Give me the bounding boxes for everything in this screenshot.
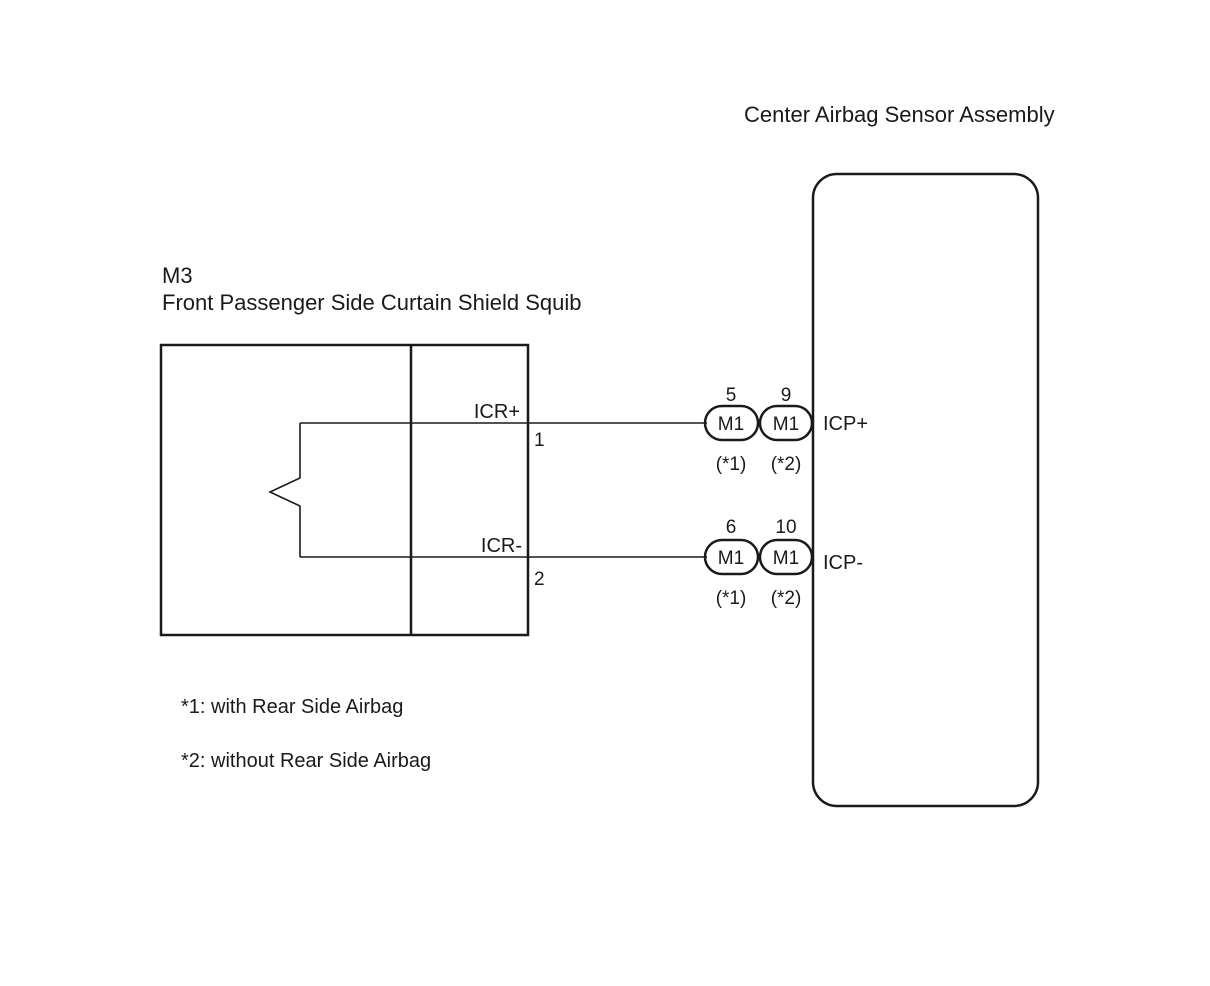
variant-note-pin9: (*2) [771,454,802,475]
connector-pill-m1-pin6 [703,538,760,576]
ecu-signal-icp-minus: ICP- [823,552,863,574]
squib-pin-2: 2 [534,569,545,590]
connector-pill-m1-pin10 [758,538,814,576]
ecu-signal-icp-plus: ICP+ [823,413,868,435]
connector-code-pin9: M1 [773,414,799,435]
ecu-pin-9: 9 [781,385,792,406]
variant-note-pin5: (*1) [716,454,747,475]
connector-code-pin5: M1 [718,414,744,435]
footnote-1: *1: with Rear Side Airbag [181,696,403,718]
connector-code-pin10: M1 [773,548,799,569]
squib-signal-icr-minus: ICR- [481,535,522,557]
ecu-pin-6: 6 [726,517,737,538]
squib-title: Front Passenger Side Curtain Shield Squi… [162,290,581,315]
ecu-pin-5: 5 [726,385,737,406]
footnote-2: *2: without Rear Side Airbag [181,750,431,772]
connector-code-pin6: M1 [718,548,744,569]
variant-note-pin10: (*2) [771,588,802,609]
squib-signal-icr-plus: ICR+ [474,401,520,423]
squib-pin-1: 1 [534,430,545,451]
squib-connector-code: M3 [162,263,193,288]
squib-box [159,343,530,637]
ecu-title: Center Airbag Sensor Assembly [744,102,1055,127]
squib-element-symbol [268,423,301,557]
connector-pill-m1-pin9 [758,404,814,442]
ecu-pin-10: 10 [775,517,796,538]
variant-note-pin6: (*1) [716,588,747,609]
connector-pill-m1-pin5 [703,404,760,442]
ecu-box [811,172,1040,808]
